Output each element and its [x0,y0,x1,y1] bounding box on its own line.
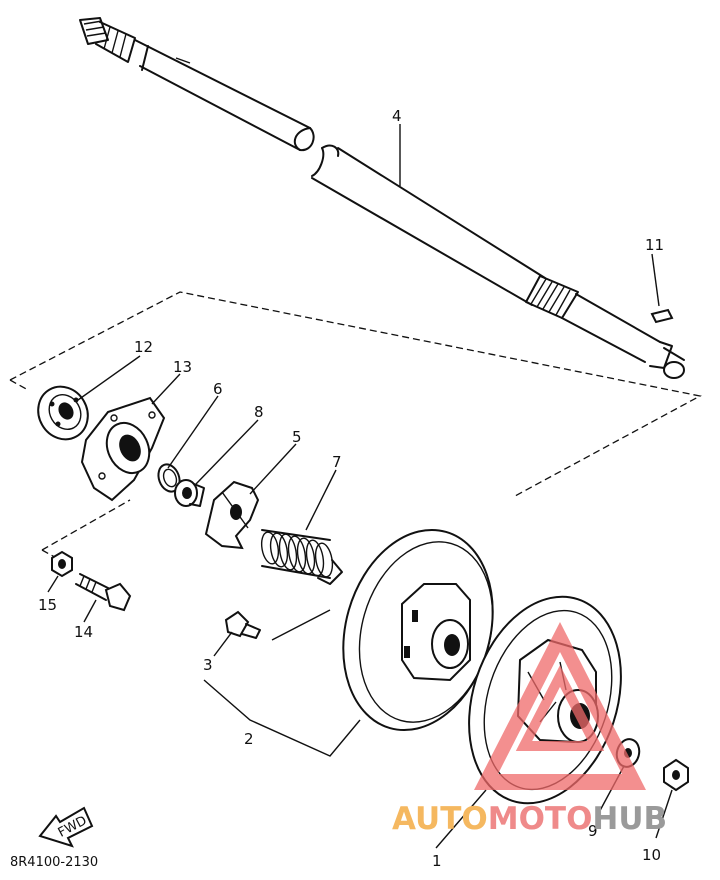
key-part [650,308,674,324]
callout-15: 15 [38,596,57,614]
diagram-code: 8R4100-2130 [10,855,98,870]
callout-9: 9 [588,822,598,840]
small-bolt-part [224,610,261,639]
shaft-part [79,17,685,379]
callout-12: 12 [134,338,153,356]
watermark-part-1: AUTO [392,801,488,837]
callout-4: 4 [392,107,402,125]
assembly-outline [9,291,702,497]
bolt-part [75,573,132,612]
sheave-part [342,528,494,732]
flange-plate-part [80,396,166,502]
callout-1: 1 [432,852,442,870]
watermark-part-3: HUB [592,801,667,837]
nut-part-10 [663,758,689,792]
callout-2: 2 [244,730,254,748]
callout-10: 10 [642,846,661,864]
ring-part [157,463,181,493]
callout-11: 11 [645,236,664,254]
watermark-logo [474,622,646,790]
watermark-text: AUTOMOTOHUB [392,801,667,837]
bearing-part [37,385,89,441]
nut-part [51,550,73,578]
callout-6: 6 [213,380,223,398]
cam-part [204,480,260,550]
warning-triangle-icon [474,622,646,790]
watermark-part-2: MOTO [488,801,593,837]
callout-13: 13 [173,358,192,376]
callout-5: 5 [292,428,302,446]
callout-8: 8 [254,403,264,421]
callout-labels: 4 11 12 13 6 8 5 7 15 14 3 2 1 9 10 [38,107,664,870]
callout-3: 3 [203,656,213,674]
fwd-arrow-icon: FWD [38,806,94,848]
bushing-part [174,479,205,507]
spring-part [260,529,343,585]
callout-7: 7 [332,453,342,471]
callout-14: 14 [74,623,93,641]
